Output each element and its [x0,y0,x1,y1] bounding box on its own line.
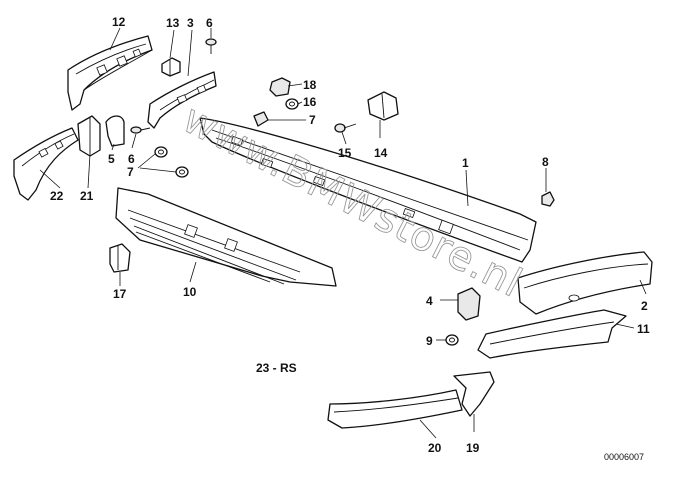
sheet-code: 00006007 [604,452,644,462]
part-18-clip[interactable] [269,77,291,97]
part-17-clip[interactable] [109,243,131,273]
part-3-bumper-bracket[interactable] [147,71,217,129]
callout-6-top[interactable]: 6 [206,16,213,30]
part-21-end-cap[interactable] [77,115,101,157]
part-7-nut-lower-b[interactable] [175,166,189,178]
part-4-bracket[interactable] [457,287,481,321]
part-10-grille[interactable] [115,187,337,287]
part-20-spoiler[interactable] [327,389,463,429]
callout-21[interactable]: 21 [80,189,94,203]
callout-16[interactable]: 16 [303,95,317,109]
callout-18[interactable]: 18 [303,78,317,92]
part-6-screw-top[interactable] [205,38,217,54]
part-22-bumper-corner-left[interactable] [13,127,79,201]
callout-15[interactable]: 15 [338,146,352,160]
part-6-screw-lower[interactable] [130,126,151,134]
callout-9[interactable]: 9 [426,334,433,348]
callout-13[interactable]: 13 [166,16,180,30]
callout-17[interactable]: 17 [113,287,127,301]
part-19-trim-bracket[interactable] [453,371,495,417]
part-13-bracket[interactable] [161,57,181,77]
callout-7-lower[interactable]: 7 [127,165,134,179]
part-15-bolt[interactable] [334,123,357,133]
part-8-clip[interactable] [541,191,555,207]
callout-12[interactable]: 12 [112,15,126,29]
part-7-bolt-top[interactable] [253,111,269,127]
part-14-mounting-bracket[interactable] [367,91,399,121]
callout-5[interactable]: 5 [108,152,115,166]
part-16-nut[interactable] [285,98,299,110]
callout-22[interactable]: 22 [50,189,64,203]
part-11-lower-trim[interactable] [477,309,627,359]
callout-8[interactable]: 8 [542,155,549,169]
callout-11[interactable]: 11 [637,322,650,336]
part-5-trim-piece[interactable] [105,115,125,147]
callout-2[interactable]: 2 [641,299,648,313]
part-1-bumper-carrier[interactable] [199,117,537,263]
part-7-nut-lower-a[interactable] [154,146,168,158]
callout-3[interactable]: 3 [187,16,194,30]
callout-labels: 12 13 3 6 18 16 7 15 14 1 8 5 6 7 22 21 … [50,15,650,455]
callout-4[interactable]: 4 [426,294,433,308]
callout-10[interactable]: 10 [183,285,197,299]
callout-14[interactable]: 14 [374,146,388,160]
part-9-nut[interactable] [445,334,459,346]
callout-6-lower[interactable]: 6 [128,152,135,166]
callout-7-top[interactable]: 7 [309,113,316,127]
callout-1[interactable]: 1 [462,156,469,170]
variant-label: 23 - RS [256,361,297,375]
callout-19[interactable]: 19 [466,441,480,455]
part-12-bumper-corner-upper[interactable] [67,35,153,111]
leader-lines [39,27,647,439]
part-2-bumper-corner-right[interactable] [517,251,653,315]
callout-20[interactable]: 20 [428,441,442,455]
